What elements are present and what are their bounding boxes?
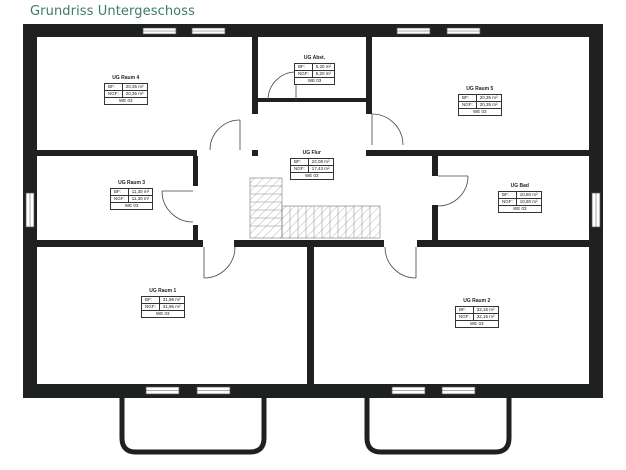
- room-label-abst: UG Abst. BF:5,20 m² NGF:5,20 m² WE 03: [293, 55, 336, 85]
- bf-value: 20,35 m²: [475, 94, 502, 102]
- doors: [161, 71, 469, 279]
- ngf-label: NGF:: [458, 101, 477, 109]
- room-label-raum1: UG Raum 1 BF:31,96 m² NGF:31,96 m² WE 03: [141, 288, 185, 318]
- room-name: UG Raum 2: [463, 298, 491, 304]
- room-area-table: BF:10,80 m² NGF:10,80 m² WE 03: [498, 191, 542, 213]
- we-value: WE 03: [498, 205, 542, 213]
- bf-label: BF:: [498, 191, 517, 199]
- we-value: WE 03: [104, 97, 148, 105]
- ngf-value: 11,30 m²: [127, 195, 154, 203]
- ngf-label: NGF:: [110, 195, 129, 203]
- room-area-table: BF:20,35 m² NGF:20,35 m² WE 03: [104, 83, 148, 105]
- room-name: UG Raum 4: [112, 75, 140, 81]
- room-label-raum5: UG Raum 5 BF:20,35 m² NGF:20,35 m² WE 03: [458, 86, 502, 116]
- bf-value: 31,96 m²: [158, 296, 185, 304]
- ngf-label: NGF:: [498, 198, 517, 206]
- we-value: WE 03: [293, 77, 336, 85]
- room-name: UG Abst.: [303, 55, 326, 61]
- bf-label: BF:: [141, 296, 160, 304]
- bf-label: BF:: [294, 63, 313, 71]
- ngf-label: NGF:: [104, 90, 123, 98]
- room-name: UG Raum 3: [118, 180, 146, 186]
- ngf-label: NGF:: [294, 70, 313, 78]
- bf-value: 32,16 m²: [472, 306, 499, 314]
- we-value: WE 03: [458, 108, 502, 116]
- room-name: UG Raum 1: [149, 288, 177, 294]
- page-title: Grundriss Untergeschoss: [30, 4, 195, 19]
- ngf-value: 10,80 m²: [515, 198, 542, 206]
- room-area-table: BF:31,96 m² NGF:31,96 m² WE 03: [141, 296, 185, 318]
- room-name: UG Raum 5: [466, 86, 494, 92]
- room-name: UG Bad: [510, 183, 529, 189]
- bf-label: BF:: [110, 188, 129, 196]
- room-area-table: BF:22,08 m² NGF:17,43 m² WE 03: [290, 158, 334, 180]
- bf-value: 11,30 m²: [127, 188, 154, 196]
- room-area-table: BF:5,20 m² NGF:5,20 m² WE 03: [293, 63, 336, 85]
- we-value: WE 03: [109, 202, 154, 210]
- room-label-raum3: UG Raum 3 BF:11,30 m² NGF:11,30 m² WE 03: [109, 180, 154, 210]
- staircase: [249, 177, 381, 239]
- ngf-value: 17,43 m²: [307, 165, 334, 173]
- room-label-raum4: UG Raum 4 BF:20,35 m² NGF:20,35 m² WE 03: [104, 75, 148, 105]
- ngf-value: 31,96 m²: [158, 303, 185, 311]
- ngf-label: NGF:: [141, 303, 160, 311]
- bf-value: 20,35 m²: [121, 83, 148, 91]
- ngf-value: 5,20 m²: [311, 70, 336, 78]
- room-area-table: BF:11,30 m² NGF:11,30 m² WE 03: [109, 188, 154, 210]
- bf-label: BF:: [290, 158, 309, 166]
- room-label-flur: UG Flur BF:22,08 m² NGF:17,43 m² WE 03: [290, 150, 334, 180]
- room-label-bad: UG Bad BF:10,80 m² NGF:10,80 m² WE 03: [498, 183, 542, 213]
- we-value: WE 03: [290, 172, 334, 180]
- ngf-label: NGF:: [455, 313, 474, 321]
- ngf-value: 20,35 m²: [121, 90, 148, 98]
- bf-label: BF:: [458, 94, 477, 102]
- bf-label: BF:: [455, 306, 474, 314]
- room-name: UG Flur: [302, 150, 321, 156]
- ngf-value: 32,16 m²: [472, 313, 499, 321]
- bf-value: 5,20 m²: [311, 63, 336, 71]
- bf-value: 22,08 m²: [307, 158, 334, 166]
- interior-walls: [37, 37, 589, 384]
- bf-value: 10,80 m²: [515, 191, 542, 199]
- we-value: WE 03: [455, 320, 499, 328]
- bf-label: BF:: [104, 83, 123, 91]
- we-value: WE 03: [141, 310, 185, 318]
- ngf-label: NGF:: [290, 165, 309, 173]
- room-label-raum2: UG Raum 2 BF:32,16 m² NGF:32,16 m² WE 03: [455, 298, 499, 328]
- room-area-table: BF:20,35 m² NGF:20,35 m² WE 03: [458, 94, 502, 116]
- room-area-table: BF:32,16 m² NGF:32,16 m² WE 03: [455, 306, 499, 328]
- light-wells: [119, 398, 512, 455]
- ngf-value: 20,35 m²: [475, 101, 502, 109]
